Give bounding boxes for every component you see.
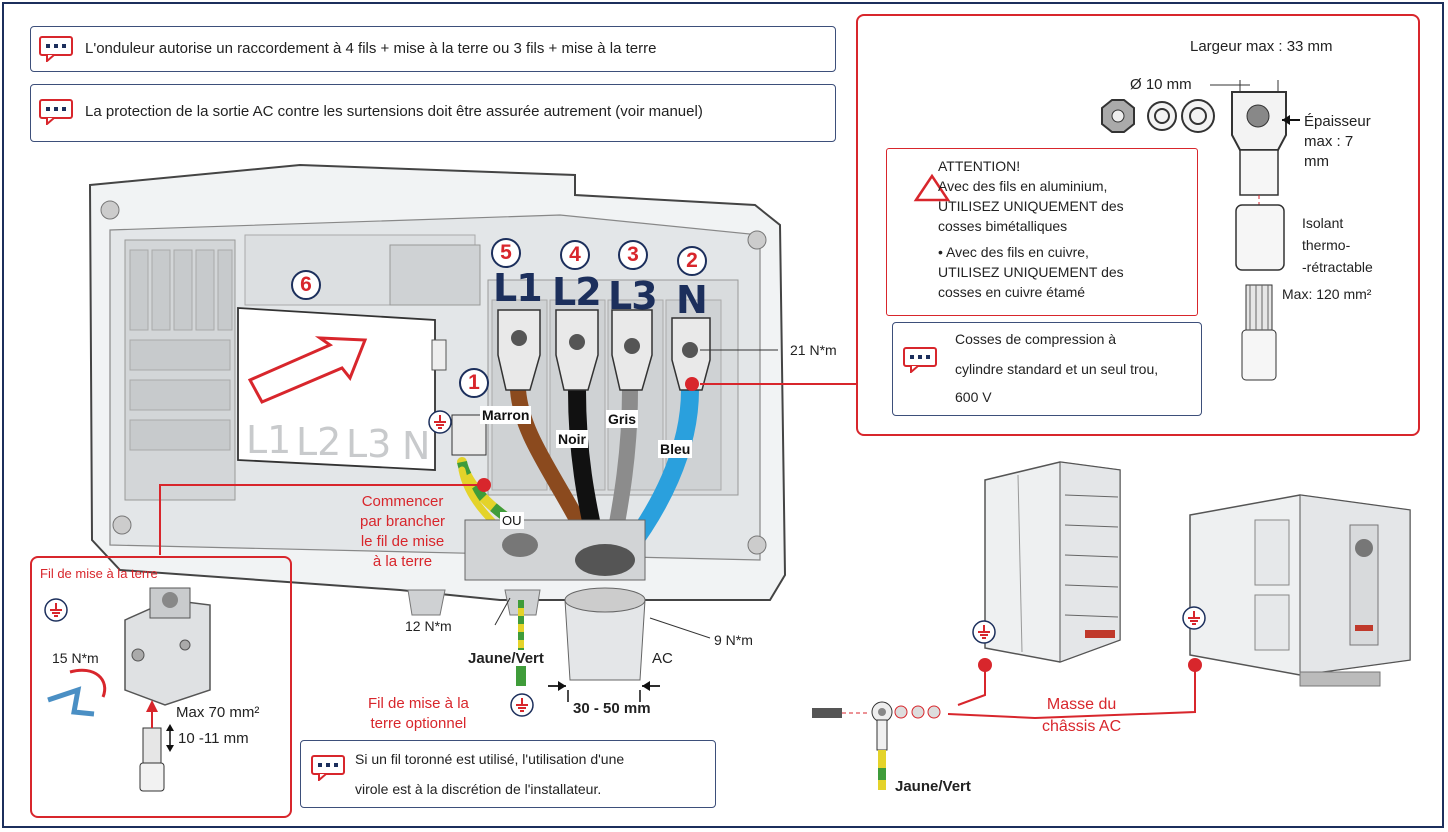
terminal-label-n: N bbox=[676, 278, 708, 322]
ground-symbol-icon bbox=[972, 620, 996, 644]
note-lugs-line-1: Cosses de compression à bbox=[955, 331, 1117, 347]
ground-symbol-icon bbox=[428, 410, 452, 434]
step-number-4: 4 bbox=[560, 240, 590, 270]
cover-label-l3: L3 bbox=[346, 422, 392, 466]
callout-lines bbox=[159, 383, 1196, 720]
wire-label-blue: Bleu bbox=[658, 440, 693, 458]
ground-wire-panel bbox=[30, 556, 292, 818]
chat-bubble-icon bbox=[903, 347, 937, 373]
note-protection: La protection de la sortie AC contre les… bbox=[30, 84, 836, 142]
note-connection-text: L'onduleur autorise un raccordement à 4 … bbox=[85, 40, 657, 57]
torque-gland-ac: 9 N*m bbox=[714, 632, 753, 648]
leader-lines bbox=[494, 80, 1279, 639]
note-stranded-line-2: virole est à la discrétion de l'installa… bbox=[355, 781, 602, 797]
torque-gland-ground: 12 N*m bbox=[405, 618, 452, 634]
ground-wire-title: Fil de mise à la terre bbox=[40, 566, 158, 581]
ground-symbol-icon bbox=[1182, 606, 1206, 630]
switch-box-art bbox=[1189, 494, 1411, 687]
lug-max-width: Largeur max : 33 mm bbox=[1190, 38, 1333, 55]
wire-label-brown: Marron bbox=[480, 406, 532, 424]
note-stranded-wire: Si un fil toronné est utilisé, l'utilisa… bbox=[300, 740, 716, 808]
lug-thickness: Épaisseur max : 7 mm bbox=[1304, 113, 1371, 170]
attention-text: ATTENTION! Avec des fils en aluminium, U… bbox=[938, 158, 1124, 300]
optional-ground-label: Fil de mise à la terre optionnel bbox=[368, 695, 469, 732]
ground-strip-length: 10 -11 mm bbox=[178, 730, 249, 747]
step-number-6: 6 bbox=[291, 270, 321, 300]
cover-label-n: N bbox=[402, 424, 431, 468]
ground-clamp-art bbox=[47, 587, 211, 792]
connection-box bbox=[88, 163, 787, 702]
note-compression-lugs: Cosses de compression à cylindre standar… bbox=[892, 322, 1202, 416]
heat-shrink-insulator: Isolant thermo- -rétractable bbox=[1302, 215, 1373, 275]
chassis-wire-label: Jaune/Vert bbox=[895, 778, 971, 795]
step-number-5: 5 bbox=[491, 238, 521, 268]
warning-triangle-icon bbox=[913, 173, 951, 202]
step-number-3: 3 bbox=[618, 240, 648, 270]
torque-terminal: 21 N*m bbox=[790, 342, 837, 358]
chat-bubble-icon bbox=[39, 99, 73, 125]
note-lugs-line-3: 600 V bbox=[955, 389, 992, 405]
ground-symbol-icon bbox=[44, 598, 68, 622]
lug-detail-panel bbox=[856, 14, 1420, 436]
lug-detail-art bbox=[1101, 91, 1300, 381]
step-number-1: 1 bbox=[459, 368, 489, 398]
note-lugs-line-2: cylindre standard et un seul trou, bbox=[955, 361, 1159, 377]
wire-label-black: Noir bbox=[556, 430, 588, 448]
note-connection: L'onduleur autorise un raccordement à 4 … bbox=[30, 26, 836, 72]
attention-panel bbox=[886, 148, 1198, 316]
chassis-bolt-art bbox=[812, 701, 941, 790]
wire-label-or: OU bbox=[500, 512, 524, 529]
gland-range-label: 30 - 50 mm bbox=[573, 700, 651, 717]
step-number-2: 2 bbox=[677, 246, 707, 276]
terminal-label-l1: L1 bbox=[493, 266, 543, 310]
chat-bubble-icon bbox=[39, 36, 73, 62]
ground-max-section: Max 70 mm² bbox=[176, 704, 260, 721]
yellow-green-label: Jaune/Vert bbox=[468, 650, 544, 667]
note-stranded-line-1: Si un fil toronné est utilisé, l'utilisa… bbox=[355, 751, 625, 767]
chat-bubble-icon bbox=[311, 755, 345, 781]
lug-diameter: Ø 10 mm bbox=[1130, 76, 1192, 93]
lug-max-section: Max: 120 mm² bbox=[1282, 286, 1372, 302]
start-ground-instruction: Commencer par brancher le fil de mise à … bbox=[360, 493, 446, 570]
torque-ground-clamp: 15 N*m bbox=[52, 650, 99, 666]
terminal-label-l3: L3 bbox=[608, 274, 658, 318]
cover-label-l1: L1 bbox=[246, 418, 292, 462]
cover-label-l2: L2 bbox=[296, 420, 342, 464]
callout-dots bbox=[477, 377, 1202, 672]
chassis-ground-label: Masse du châssis AC bbox=[1042, 696, 1122, 735]
note-protection-text: La protection de la sortie AC contre les… bbox=[85, 103, 703, 120]
inverter-art bbox=[984, 461, 1121, 663]
gland-ac-label: AC bbox=[652, 650, 673, 667]
wire-label-grey: Gris bbox=[606, 410, 639, 428]
ground-symbol-icon bbox=[510, 693, 534, 717]
terminal-label-l2: L2 bbox=[552, 270, 602, 314]
